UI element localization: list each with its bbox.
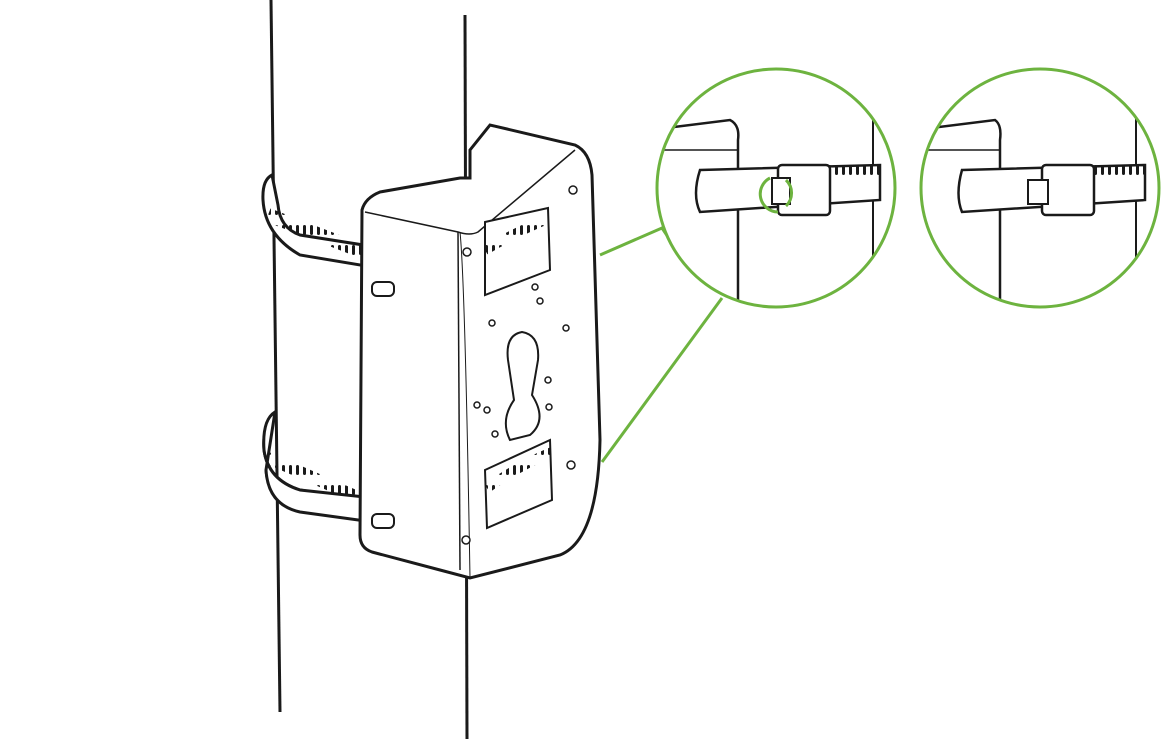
zoom-callout-tightened: [919, 67, 1161, 309]
zoom-callout-tightening: [655, 67, 897, 309]
pole-mount-bracket: [358, 123, 602, 580]
rotate-arrow-icon: [758, 176, 779, 214]
